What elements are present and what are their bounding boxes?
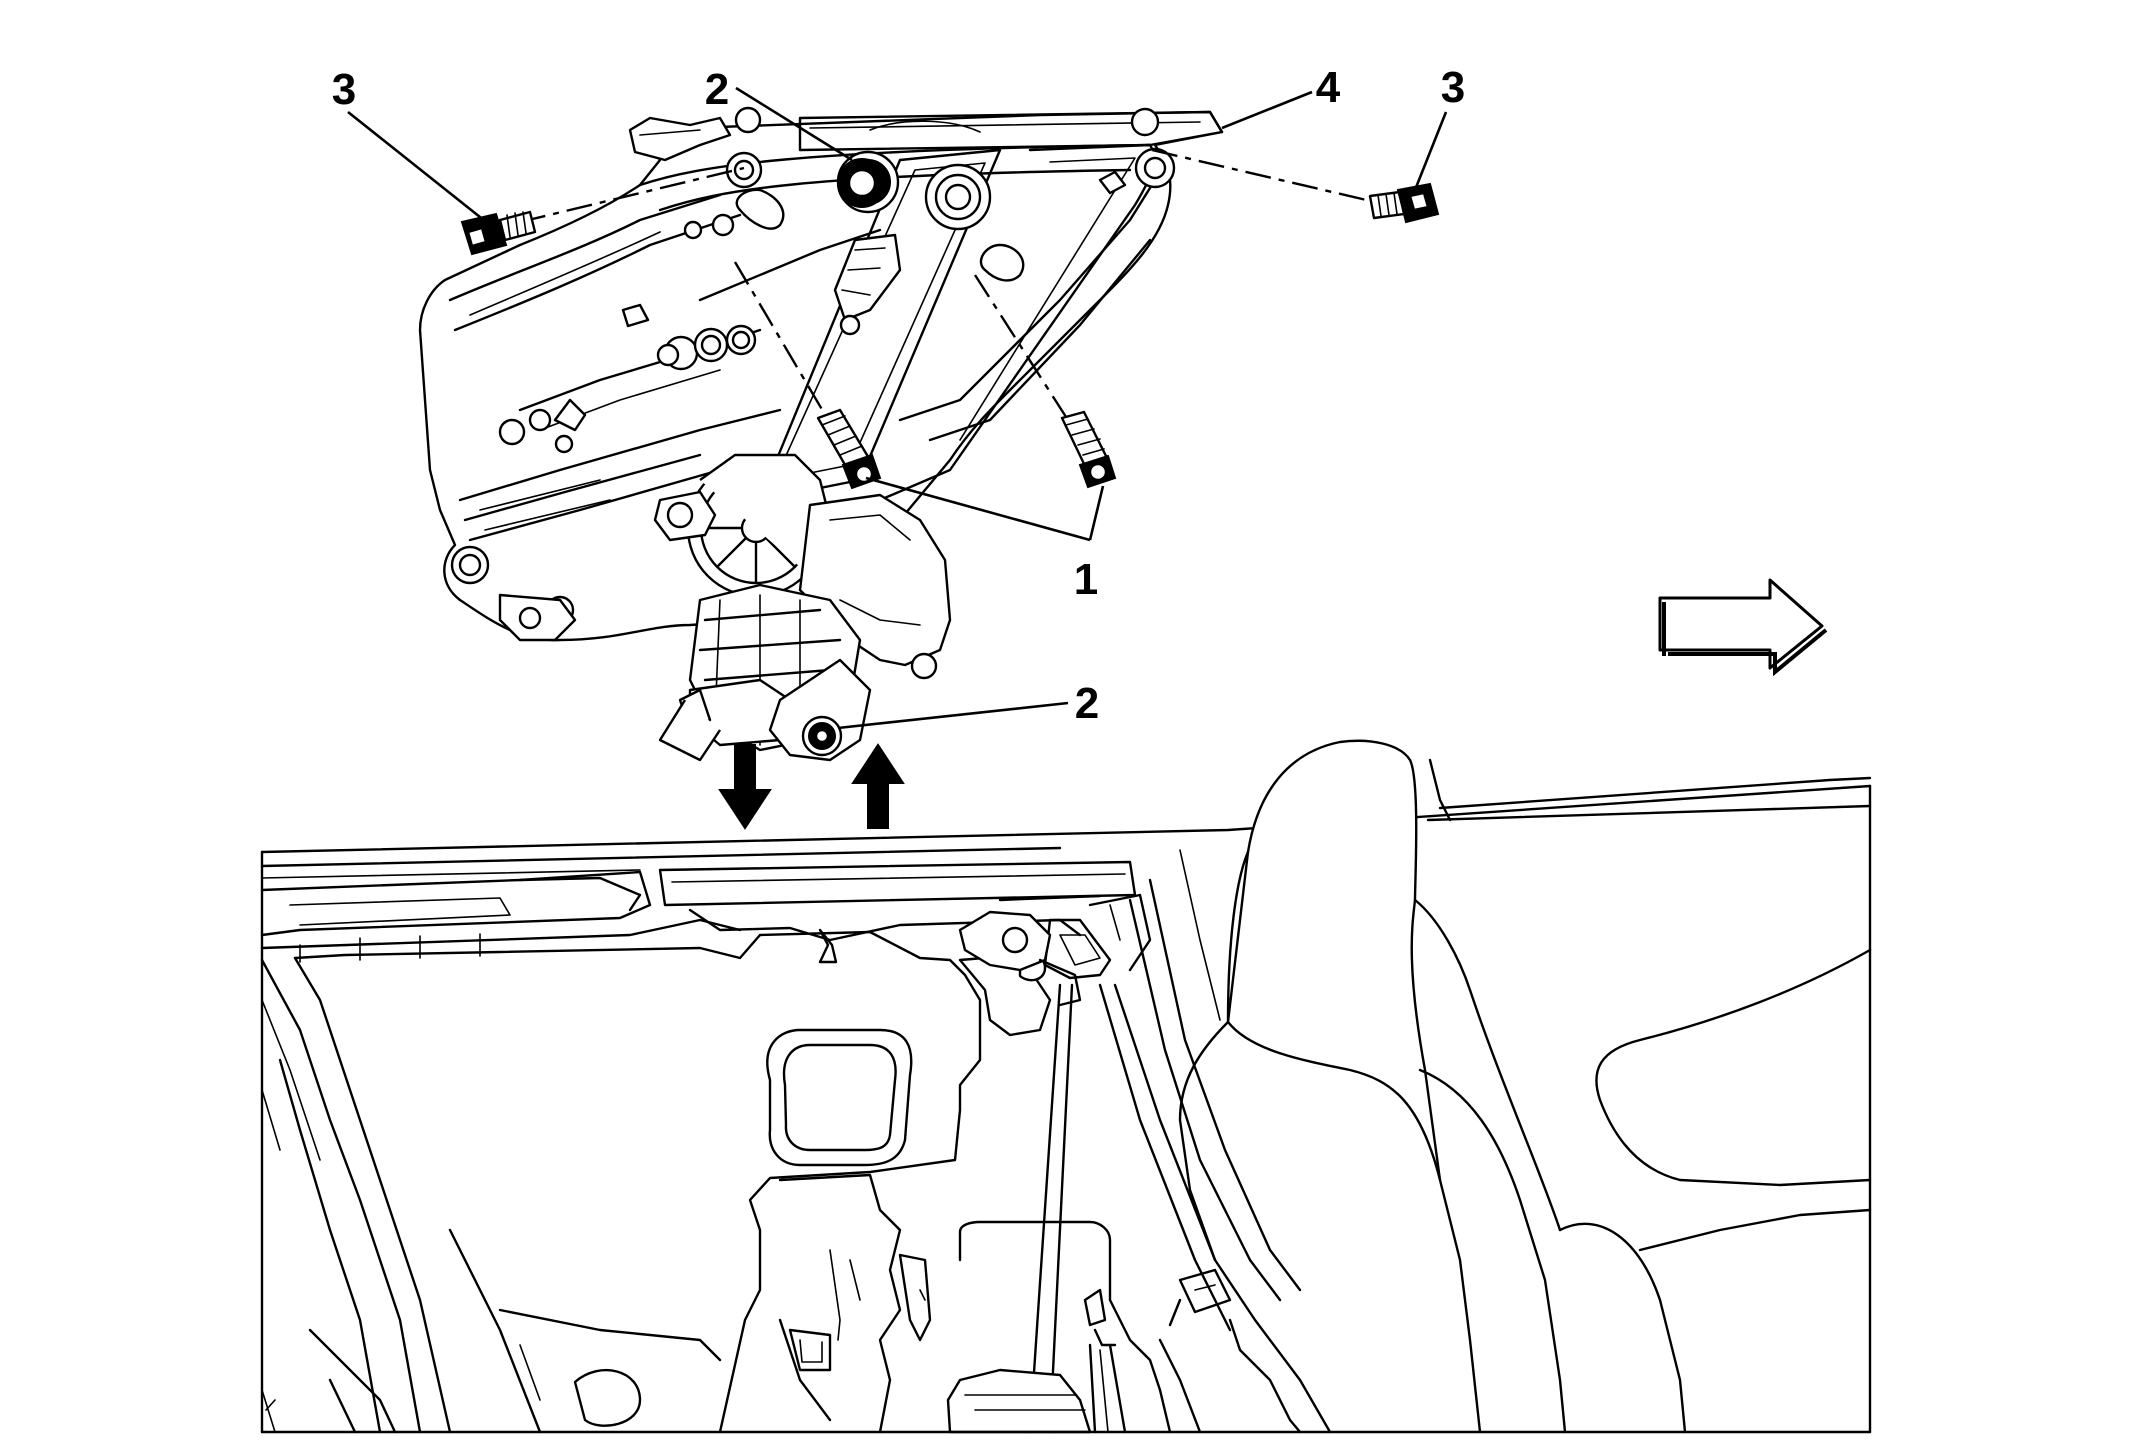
bolt-1-left: [733, 261, 882, 490]
callout-3-left: 3: [332, 65, 356, 114]
outline-arrow-right-icon: [1658, 578, 1828, 677]
window-regulator-assembly: [418, 106, 1224, 762]
callout-1: 1: [1074, 555, 1098, 604]
callout-2-bottom: 2: [1075, 679, 1099, 728]
callout-2-top: 2: [705, 65, 729, 114]
bolt-3-left: [460, 166, 745, 256]
bolt-3-right: [1151, 148, 1440, 224]
arrow-up-icon: [851, 743, 905, 829]
callout-leaders: [347, 86, 1448, 730]
callout-labels: 3 2 4 3 1 2: [332, 63, 1465, 728]
arrow-down-icon: [718, 744, 772, 830]
callout-3-right: 3: [1441, 63, 1465, 112]
bolt-1-right: [973, 274, 1117, 489]
vehicle-door-frame: [260, 739, 1872, 1434]
callout-4: 4: [1316, 63, 1341, 112]
